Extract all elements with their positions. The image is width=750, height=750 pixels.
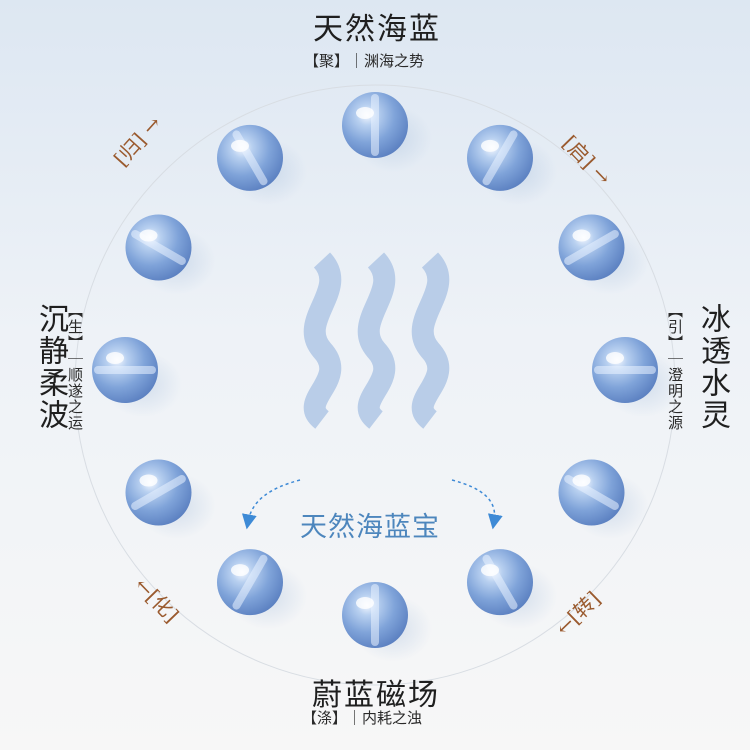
center-label: 天然海蓝宝: [300, 512, 440, 543]
bead: [467, 124, 557, 205]
right-title: 冰透水灵: [695, 303, 730, 431]
left-title: 沉静柔波: [33, 303, 68, 431]
bead: [342, 582, 432, 662]
bead: [558, 214, 649, 295]
center-arrow-right: [451, 479, 503, 530]
bead: [125, 214, 216, 295]
center-arrow-left: [241, 479, 301, 530]
bottom-subtitle: 【涤】｜内耗之浊: [302, 709, 423, 727]
bead: [342, 92, 432, 172]
bead: [217, 124, 307, 205]
bead: [467, 549, 557, 630]
left-subtitle: 【生】｜顺遂之运: [66, 303, 84, 431]
top-subtitle: 【聚】｜渊海之势: [304, 52, 425, 70]
bead: [125, 459, 216, 540]
top-title: 天然海蓝: [313, 12, 441, 47]
bead: [592, 337, 682, 417]
bead: [558, 459, 649, 540]
wave-icon: [303, 252, 450, 429]
bead: [92, 337, 182, 417]
bead-ring: [92, 92, 682, 662]
bead: [217, 549, 307, 630]
right-subtitle: 【引】｜澄明之源: [666, 303, 684, 431]
bottom-title: 蔚蓝磁场: [312, 678, 440, 713]
